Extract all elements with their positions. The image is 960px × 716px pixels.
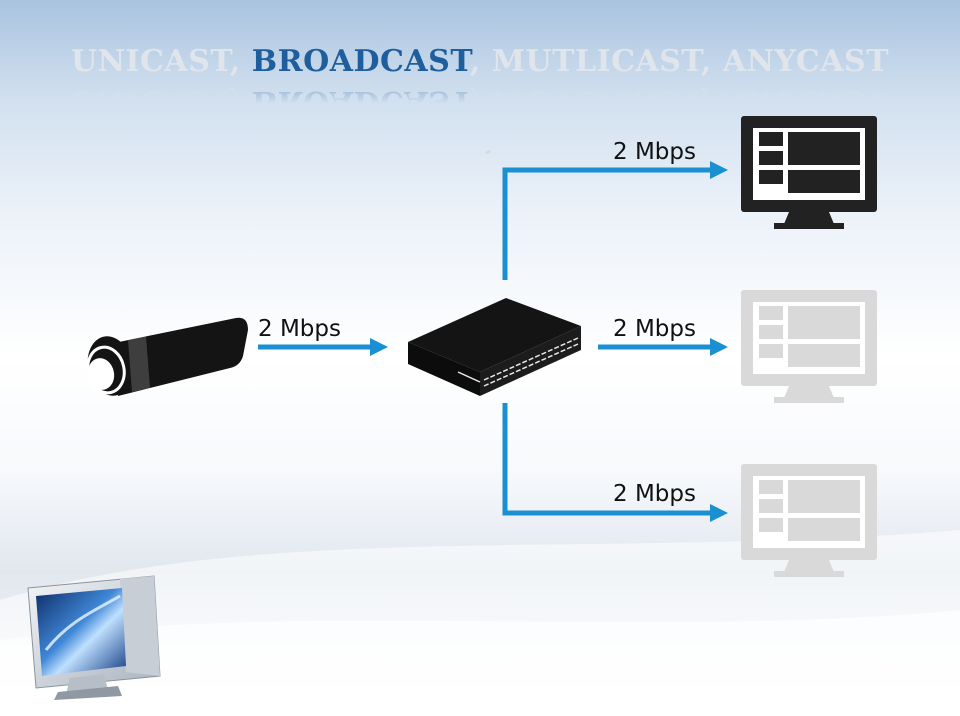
monitor-icon-middle <box>741 290 877 403</box>
input-arrow <box>258 338 388 356</box>
title-separator: , <box>229 44 252 79</box>
output-top-rate-label: 2 Mbps <box>613 139 696 165</box>
title-broadcast: BROADCAST <box>251 44 470 79</box>
title-rest: , MUTLICAST, ANYCAST <box>469 44 890 79</box>
output-arrow-middle <box>598 338 728 356</box>
camera-icon <box>86 317 248 396</box>
output-middle-rate-label: 2 Mbps <box>613 316 696 342</box>
output-arrow-top <box>502 161 728 280</box>
network-switch-icon <box>408 149 581 396</box>
output-bottom-rate-label: 2 Mbps <box>613 481 696 507</box>
computer-monitor-icon <box>27 575 161 700</box>
monitor-icon-bottom <box>741 464 877 577</box>
monitor-icon-top <box>741 116 877 229</box>
input-rate-label: 2 Mbps <box>258 316 341 342</box>
title-unicast: UNICAST <box>70 44 230 79</box>
output-arrow-bottom <box>502 403 728 522</box>
slide-title: UNICAST, BROADCAST, MUTLICAST, ANYCAST <box>0 44 960 79</box>
